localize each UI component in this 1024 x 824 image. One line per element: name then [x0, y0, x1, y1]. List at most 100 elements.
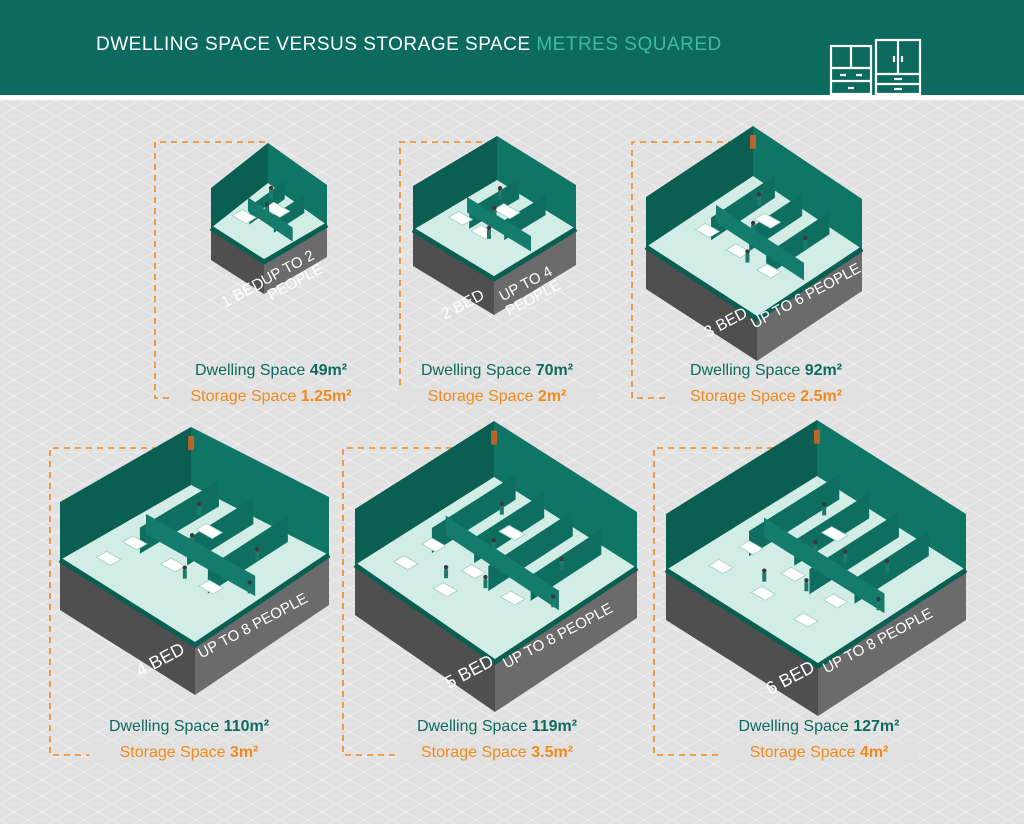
storage-space-label: Storage Space 2.5m² [666, 388, 866, 406]
bed-icon [792, 612, 819, 628]
door-icon [188, 435, 195, 450]
front-rim [411, 226, 578, 282]
partition-wall [854, 530, 929, 604]
bed-icon [198, 579, 224, 595]
dwelling-space-label: Dwelling Space 119m² [416, 718, 578, 735]
bed-icon [780, 566, 807, 582]
back-wall-right [191, 427, 329, 555]
bed-icon [756, 263, 782, 279]
partition-wall [530, 529, 602, 601]
person-icon [264, 202, 270, 216]
storage-space-label: Storage Space 3m² [89, 744, 289, 762]
base-right-face [195, 555, 329, 695]
front-rim [209, 222, 329, 265]
person-icon [822, 502, 827, 516]
base-left-face [211, 228, 264, 294]
person-icon [497, 186, 503, 200]
bed-icon [725, 243, 751, 259]
header-divider [0, 95, 1024, 100]
door-icon [750, 134, 757, 149]
partition-wall [716, 204, 804, 281]
title-main: DWELLING SPACE VERSUS STORAGE SPACE [96, 34, 531, 55]
person-icon [812, 540, 818, 554]
person-icon [196, 502, 202, 516]
front-rim [58, 552, 331, 648]
person-icon [804, 578, 809, 592]
bed-icon [122, 535, 148, 551]
back-wall-left [646, 126, 753, 247]
bed-icon [460, 564, 487, 579]
back-wall-left [355, 421, 494, 565]
page-title: DWELLING SPACE VERSUS STORAGE SPACE METR… [96, 34, 722, 56]
back-wall-right [753, 126, 862, 249]
base-right-face [264, 225, 327, 294]
person-icon [876, 597, 881, 611]
bed-icon [738, 540, 764, 556]
base-right-face [818, 570, 966, 716]
base-left-face [413, 230, 494, 315]
partition-wall [247, 197, 293, 242]
bed-icon [160, 557, 186, 573]
person-icon [884, 558, 890, 573]
person-icon [189, 533, 195, 547]
front-rim [353, 562, 639, 666]
partition-wall [467, 196, 531, 252]
sofa-icon [498, 524, 526, 541]
person-icon [443, 565, 449, 579]
person-icon [491, 537, 496, 552]
bed-icon [750, 585, 777, 601]
title-unit: METRES SQUARED [536, 34, 722, 55]
person-icon [762, 568, 767, 582]
dwelling-space-label: Dwelling Space 127m² [738, 718, 900, 735]
base-left-face [666, 570, 818, 716]
person-icon [499, 501, 504, 515]
storage-space-label: Storage Space 1.25m² [171, 388, 371, 406]
person-icon [492, 205, 497, 220]
bed-icon [393, 555, 419, 571]
partition-wall [445, 515, 559, 611]
storage-space-label: Storage Space 4m² [719, 744, 919, 762]
front-rim [644, 244, 864, 322]
person-icon [750, 220, 756, 235]
partition-wall [764, 517, 885, 614]
person-icon [483, 574, 488, 589]
bed-icon [95, 550, 122, 566]
dwelling-space-label: Dwelling Space 70m² [420, 362, 574, 379]
bed-icon [420, 537, 447, 553]
person-icon [182, 565, 187, 579]
floor [60, 485, 329, 645]
base-left-face [355, 565, 495, 712]
bed-icon [822, 593, 849, 609]
dwelling-space-label: Dwelling Space 49m² [194, 362, 348, 379]
base-right-face [495, 568, 637, 712]
bed-icon [694, 222, 721, 238]
base-left-face [646, 247, 757, 361]
door-icon [813, 429, 820, 444]
bed-icon [432, 582, 459, 598]
person-icon [551, 594, 556, 608]
person-icon [255, 547, 260, 561]
person-icon [803, 235, 808, 249]
back-wall-left [211, 143, 268, 228]
wardrobe-cabinet-icon [829, 38, 922, 96]
storage-space-label: Storage Space 3.5m² [397, 744, 597, 762]
dwelling-space-label: Dwelling Space 110m² [108, 718, 270, 735]
partition-wall [145, 513, 256, 597]
base-right-face [494, 229, 576, 315]
storage-space-label: Storage Space 2m² [397, 388, 597, 406]
back-wall-left [413, 136, 497, 230]
person-icon [486, 225, 492, 239]
header-banner [0, 0, 1024, 95]
person-icon [268, 185, 274, 200]
bed-icon [447, 210, 474, 226]
back-wall-right [268, 143, 327, 225]
sofa-icon [753, 212, 782, 229]
person-icon [247, 580, 252, 594]
front-rim [664, 567, 968, 669]
